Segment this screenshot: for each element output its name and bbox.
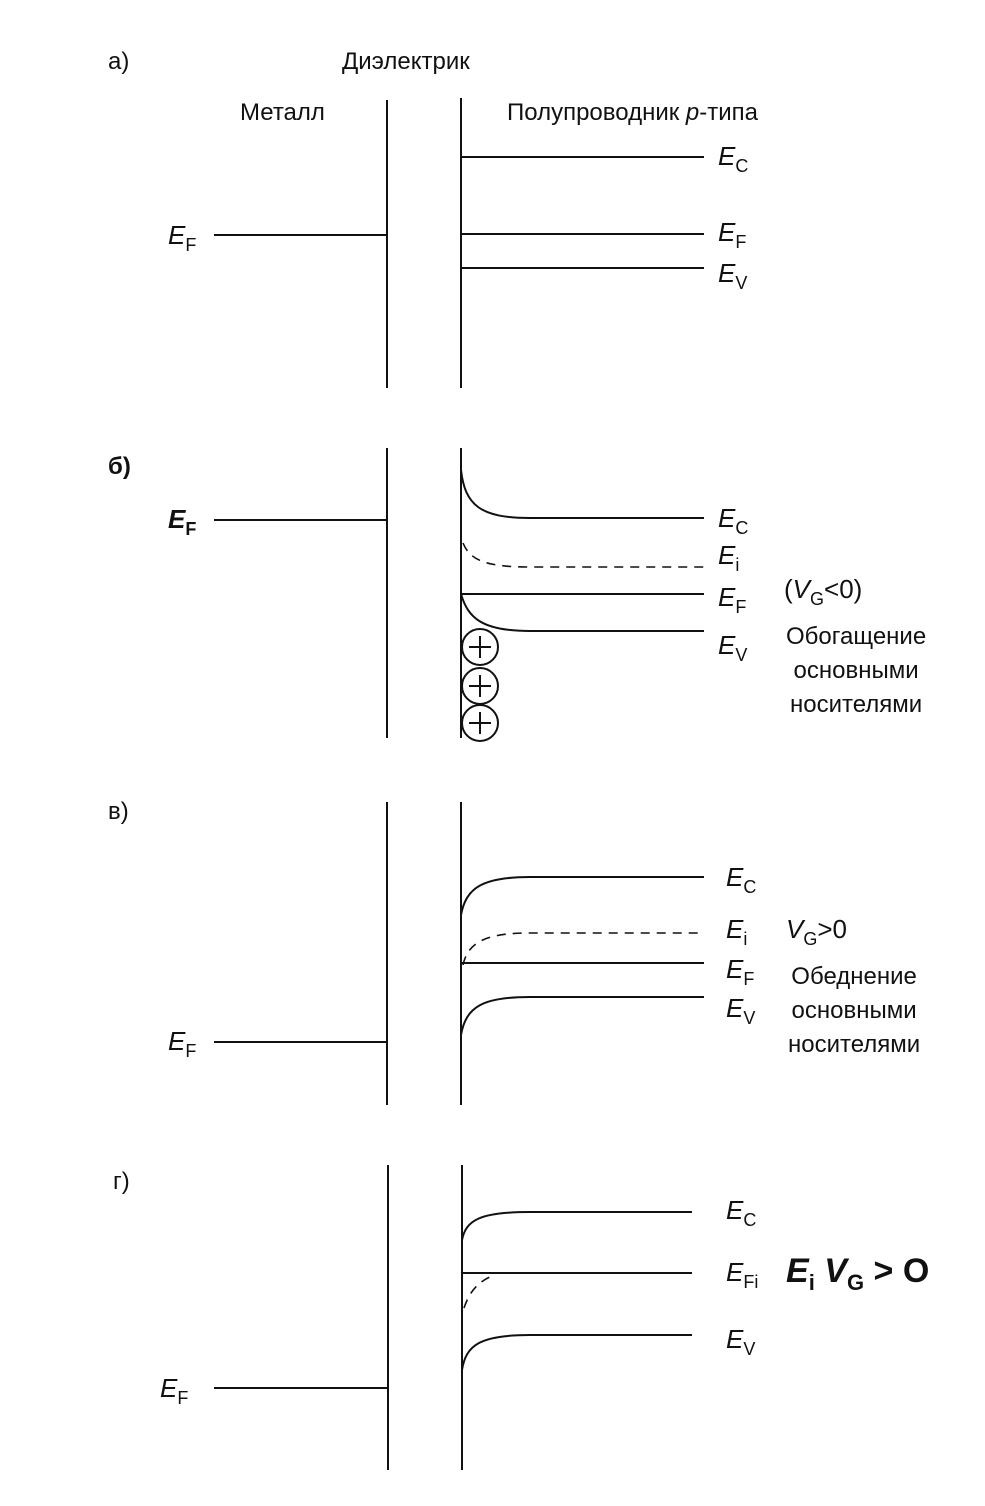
intrinsic-bend-d [463, 1274, 496, 1309]
conduction-band-c [460, 876, 704, 916]
hole-charge-icon [461, 628, 499, 666]
valence-band-label-a: EV [718, 258, 748, 293]
valence-band-label-c: EV [726, 993, 756, 1028]
intrinsic-level-label-b: Ei [718, 540, 740, 575]
panel-c-letter: в) [108, 798, 129, 825]
panel-a-lines [214, 98, 704, 388]
metal-fermi-label-a: EF [168, 220, 197, 255]
panel-d-letter: г) [113, 1168, 130, 1195]
panel-d-lines [214, 1165, 692, 1470]
panel-b-letter: б) [108, 453, 131, 480]
conduction-band-label-c: EC [726, 862, 757, 897]
conduction-band-d [461, 1211, 692, 1241]
valence-band-b [460, 593, 704, 632]
valence-band-label-b: EV [718, 630, 748, 665]
metal-fermi-label-c: EF [168, 1026, 197, 1061]
fermi-level-label-b: EF [718, 582, 747, 617]
metal-label: Металл [240, 99, 325, 126]
intrinsic-level-label-c: Ei [726, 914, 748, 949]
semiconductor-label: Полупроводник p-типа [507, 99, 758, 126]
gate-voltage-condition-b: (VG<0) [784, 574, 863, 609]
metal-fermi-label-b: EF [168, 504, 197, 539]
panel-c-lines [214, 802, 704, 1105]
dielectric-label: Диэлектрик [342, 48, 470, 75]
hole-charge-icon [461, 704, 499, 742]
valence-band-c [460, 996, 704, 1036]
valence-band-label-d: EV [726, 1324, 756, 1359]
panel-a-letter: а) [108, 48, 130, 75]
intrinsic-level-c [462, 932, 704, 966]
conduction-band-label-b: EC [718, 503, 749, 538]
panel-b-lines [214, 448, 704, 742]
valence-band-d [461, 1334, 692, 1371]
intrinsic-level-b [462, 542, 704, 568]
conduction-band-label-d: EC [726, 1195, 757, 1230]
regime-note-b: Обогащение основными носителями [786, 623, 927, 718]
gate-voltage-condition-c: VG>0 [786, 914, 848, 949]
regime-note-c: Обеднение основными носителями [788, 963, 921, 1058]
fermi-level-label-a: EF [718, 217, 747, 252]
hole-charges [461, 628, 499, 742]
gate-voltage-condition-d: Ei VG > O [786, 1252, 930, 1295]
conduction-band-b [460, 469, 704, 519]
metal-fermi-label-d: EF [160, 1373, 189, 1408]
fermi-level-label-c: EF [726, 954, 755, 989]
fermi-intrinsic-label-d: EFi [726, 1257, 759, 1292]
conduction-band-label-a: EC [718, 141, 749, 176]
